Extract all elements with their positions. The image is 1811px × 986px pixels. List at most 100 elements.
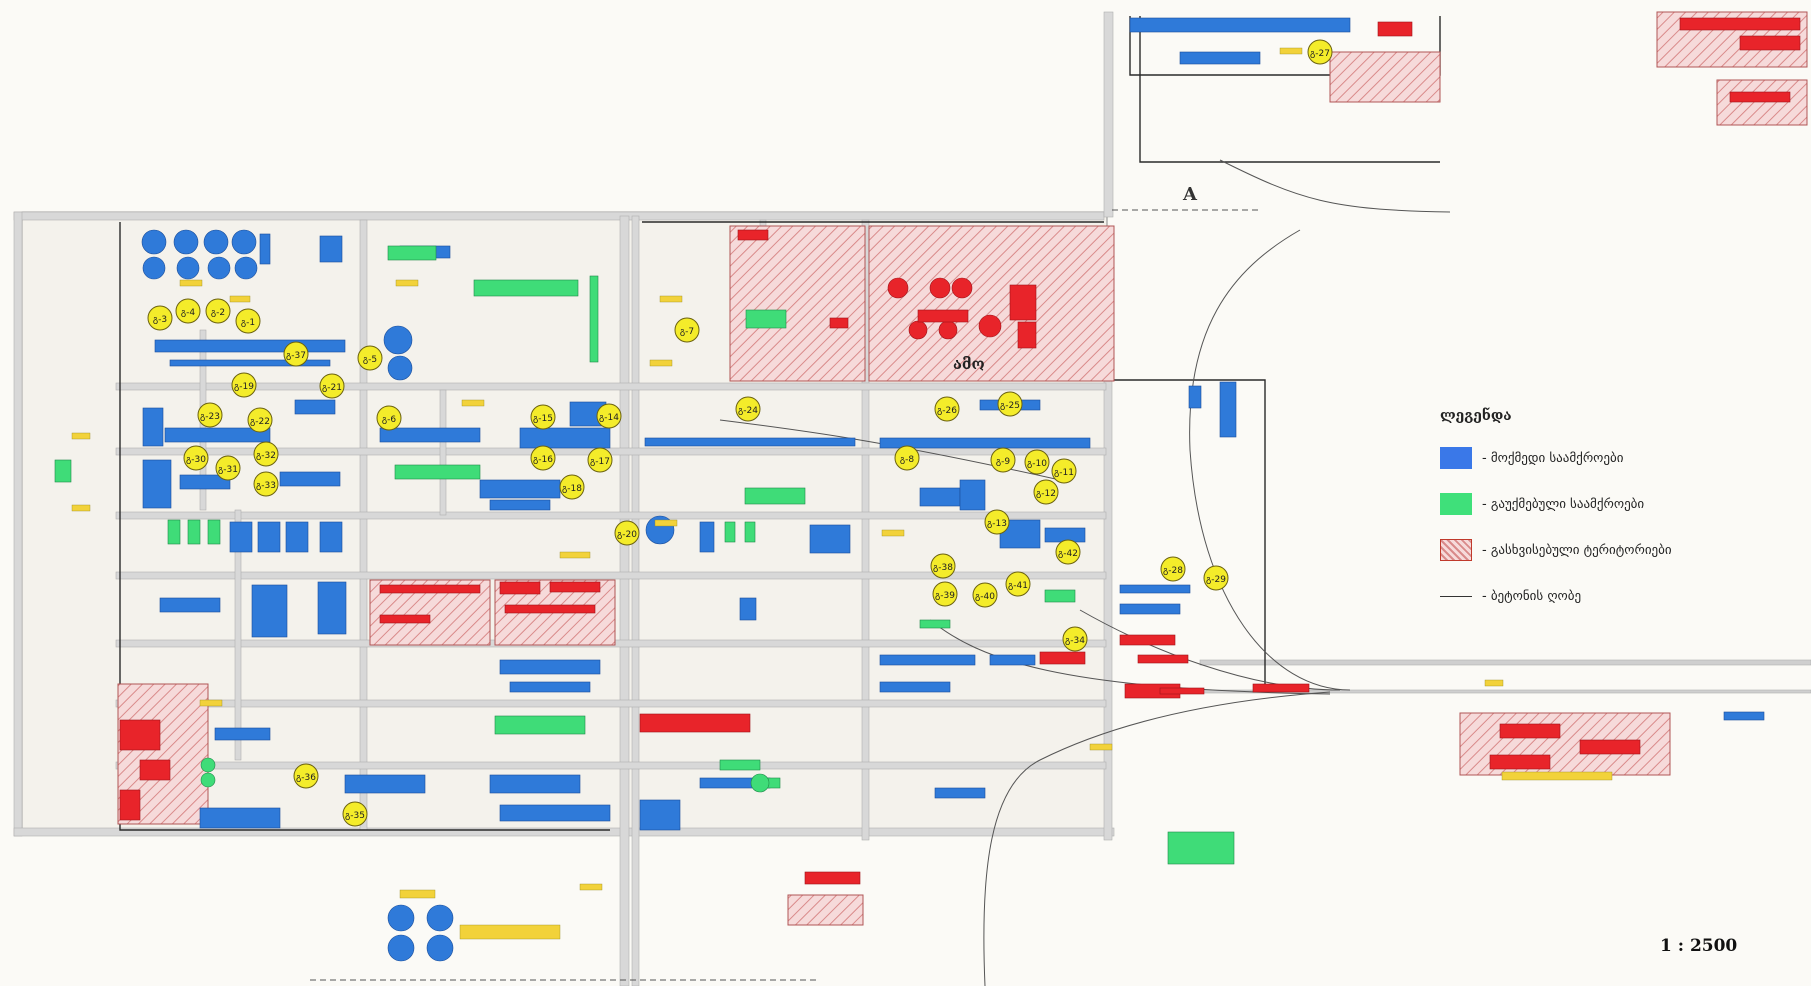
- map-marker[interactable]: გ-7: [674, 317, 700, 343]
- map-marker[interactable]: გ-21: [319, 373, 345, 399]
- marker-circle: [735, 396, 761, 422]
- marker-label: გ-14: [599, 413, 619, 423]
- map-marker[interactable]: გ-11: [1051, 458, 1077, 484]
- marker-label: გ-19: [234, 382, 254, 392]
- map-marker[interactable]: გ-27: [1307, 39, 1333, 65]
- map-marker[interactable]: გ-17: [587, 447, 613, 473]
- map-marker[interactable]: გ-19: [231, 372, 257, 398]
- marker-circle: [197, 402, 223, 428]
- marker-circle: [1203, 565, 1229, 591]
- marker-label: გ-15: [533, 414, 553, 424]
- marker-label: გ-20: [617, 530, 637, 540]
- legend-swatch-operating: [1440, 447, 1472, 469]
- map-marker[interactable]: გ-36: [293, 763, 319, 789]
- marker-circle: [530, 445, 556, 471]
- map-marker[interactable]: გ-40: [972, 582, 998, 608]
- map-marker[interactable]: გ-9: [990, 447, 1016, 473]
- marker-label: გ-3: [153, 315, 167, 325]
- marker-circle: [231, 372, 257, 398]
- marker-label: გ-6: [382, 415, 396, 425]
- marker-circle: [1062, 626, 1088, 652]
- marker-circle: [205, 298, 231, 324]
- map-marker[interactable]: გ-12: [1033, 479, 1059, 505]
- marker-label: გ-4: [181, 308, 195, 318]
- marker-circle: [587, 447, 613, 473]
- marker-label: გ-29: [1206, 575, 1226, 585]
- marker-label: გ-2: [211, 308, 225, 318]
- marker-label: გ-41: [1008, 581, 1028, 591]
- marker-circle: [934, 396, 960, 422]
- marker-layer: გ-1 გ-2 გ-3 გ-4 გ-5 გ-6 გ-7 გ-8 გ-9 გ-10 გ-11გ-12 გ…: [147, 39, 1333, 827]
- marker-label: გ-18: [562, 484, 582, 494]
- decommissioned-workshops: [54, 245, 1235, 865]
- marker-circle: [1024, 449, 1050, 475]
- legend-item-alienated: - გასხვისებული ტერიტორიები: [1440, 538, 1800, 562]
- map-marker[interactable]: გ-15: [530, 404, 556, 430]
- scale-label: 1 : 2500: [1660, 936, 1738, 956]
- map-marker[interactable]: გ-23: [197, 402, 223, 428]
- marker-label: გ-10: [1027, 459, 1047, 469]
- map-marker[interactable]: გ-33: [253, 471, 279, 497]
- legend-swatch-alienated: [1440, 539, 1472, 561]
- legend-item-decommissioned: - გაუქმებული საამქროები: [1440, 492, 1800, 516]
- map-marker[interactable]: გ-10: [1024, 449, 1050, 475]
- map-marker[interactable]: გ-20: [614, 520, 640, 546]
- map-marker[interactable]: გ-3: [147, 305, 173, 331]
- map-marker[interactable]: გ-28: [1160, 556, 1186, 582]
- legend-swatch-decommissioned: [1440, 493, 1472, 515]
- map-marker[interactable]: გ-32: [253, 441, 279, 467]
- map-marker[interactable]: გ-16: [530, 445, 556, 471]
- map-marker[interactable]: გ-18: [559, 474, 585, 500]
- map-marker[interactable]: გ-30: [183, 445, 209, 471]
- map-marker[interactable]: გ-14: [596, 403, 622, 429]
- concrete-fence: [119, 16, 1441, 831]
- marker-label: გ-38: [933, 563, 953, 573]
- map-marker[interactable]: გ-5: [357, 345, 383, 371]
- map-marker[interactable]: გ-41: [1005, 571, 1031, 597]
- map-marker[interactable]: გ-2: [205, 298, 231, 324]
- map-marker[interactable]: გ-31: [215, 455, 241, 481]
- map-marker[interactable]: გ-39: [932, 581, 958, 607]
- map-marker[interactable]: გ-25: [997, 391, 1023, 417]
- marker-label: გ-5: [363, 355, 377, 365]
- marker-circle: [147, 305, 173, 331]
- marker-label: გ-34: [1065, 636, 1085, 646]
- marker-circle: [175, 298, 201, 324]
- marker-label: გ-7: [680, 327, 694, 337]
- marker-circle: [930, 553, 956, 579]
- legend-label: - ბეტონის ღობე: [1482, 588, 1582, 604]
- map-marker[interactable]: გ-8: [894, 445, 920, 471]
- marker-label: გ-31: [218, 465, 238, 475]
- marker-label: გ-22: [250, 417, 270, 427]
- marker-circle: [253, 441, 279, 467]
- map-marker[interactable]: გ-4: [175, 298, 201, 324]
- map-marker[interactable]: გ-6: [376, 405, 402, 431]
- marker-circle: [972, 582, 998, 608]
- marker-circle: [293, 763, 319, 789]
- marker-label: გ-16: [533, 455, 553, 465]
- map-marker[interactable]: გ-1: [235, 308, 261, 334]
- marker-circle: [530, 404, 556, 430]
- map-marker[interactable]: გ-24: [735, 396, 761, 422]
- map-marker[interactable]: გ-29: [1203, 565, 1229, 591]
- map-marker[interactable]: გ-22: [247, 407, 273, 433]
- map-marker[interactable]: გ-26: [934, 396, 960, 422]
- marker-circle: [283, 341, 309, 367]
- marker-label: გ-36: [296, 773, 316, 783]
- marker-circle: [990, 447, 1016, 473]
- legend-label: - გასხვისებული ტერიტორიები: [1482, 542, 1672, 558]
- marker-circle: [984, 509, 1010, 535]
- marker-label: გ-42: [1058, 549, 1078, 559]
- map-marker[interactable]: გ-42: [1055, 539, 1081, 565]
- marker-circle: [1055, 539, 1081, 565]
- marker-label: გ-33: [256, 481, 276, 491]
- map-marker[interactable]: გ-34: [1062, 626, 1088, 652]
- marker-label: გ-13: [987, 519, 1007, 529]
- map-marker[interactable]: გ-13: [984, 509, 1010, 535]
- marker-label: გ-32: [256, 451, 276, 461]
- map-marker[interactable]: გ-35: [342, 801, 368, 827]
- map-marker[interactable]: გ-37: [283, 341, 309, 367]
- marker-circle: [997, 391, 1023, 417]
- marker-label: გ-37: [286, 351, 306, 361]
- map-marker[interactable]: გ-38: [930, 553, 956, 579]
